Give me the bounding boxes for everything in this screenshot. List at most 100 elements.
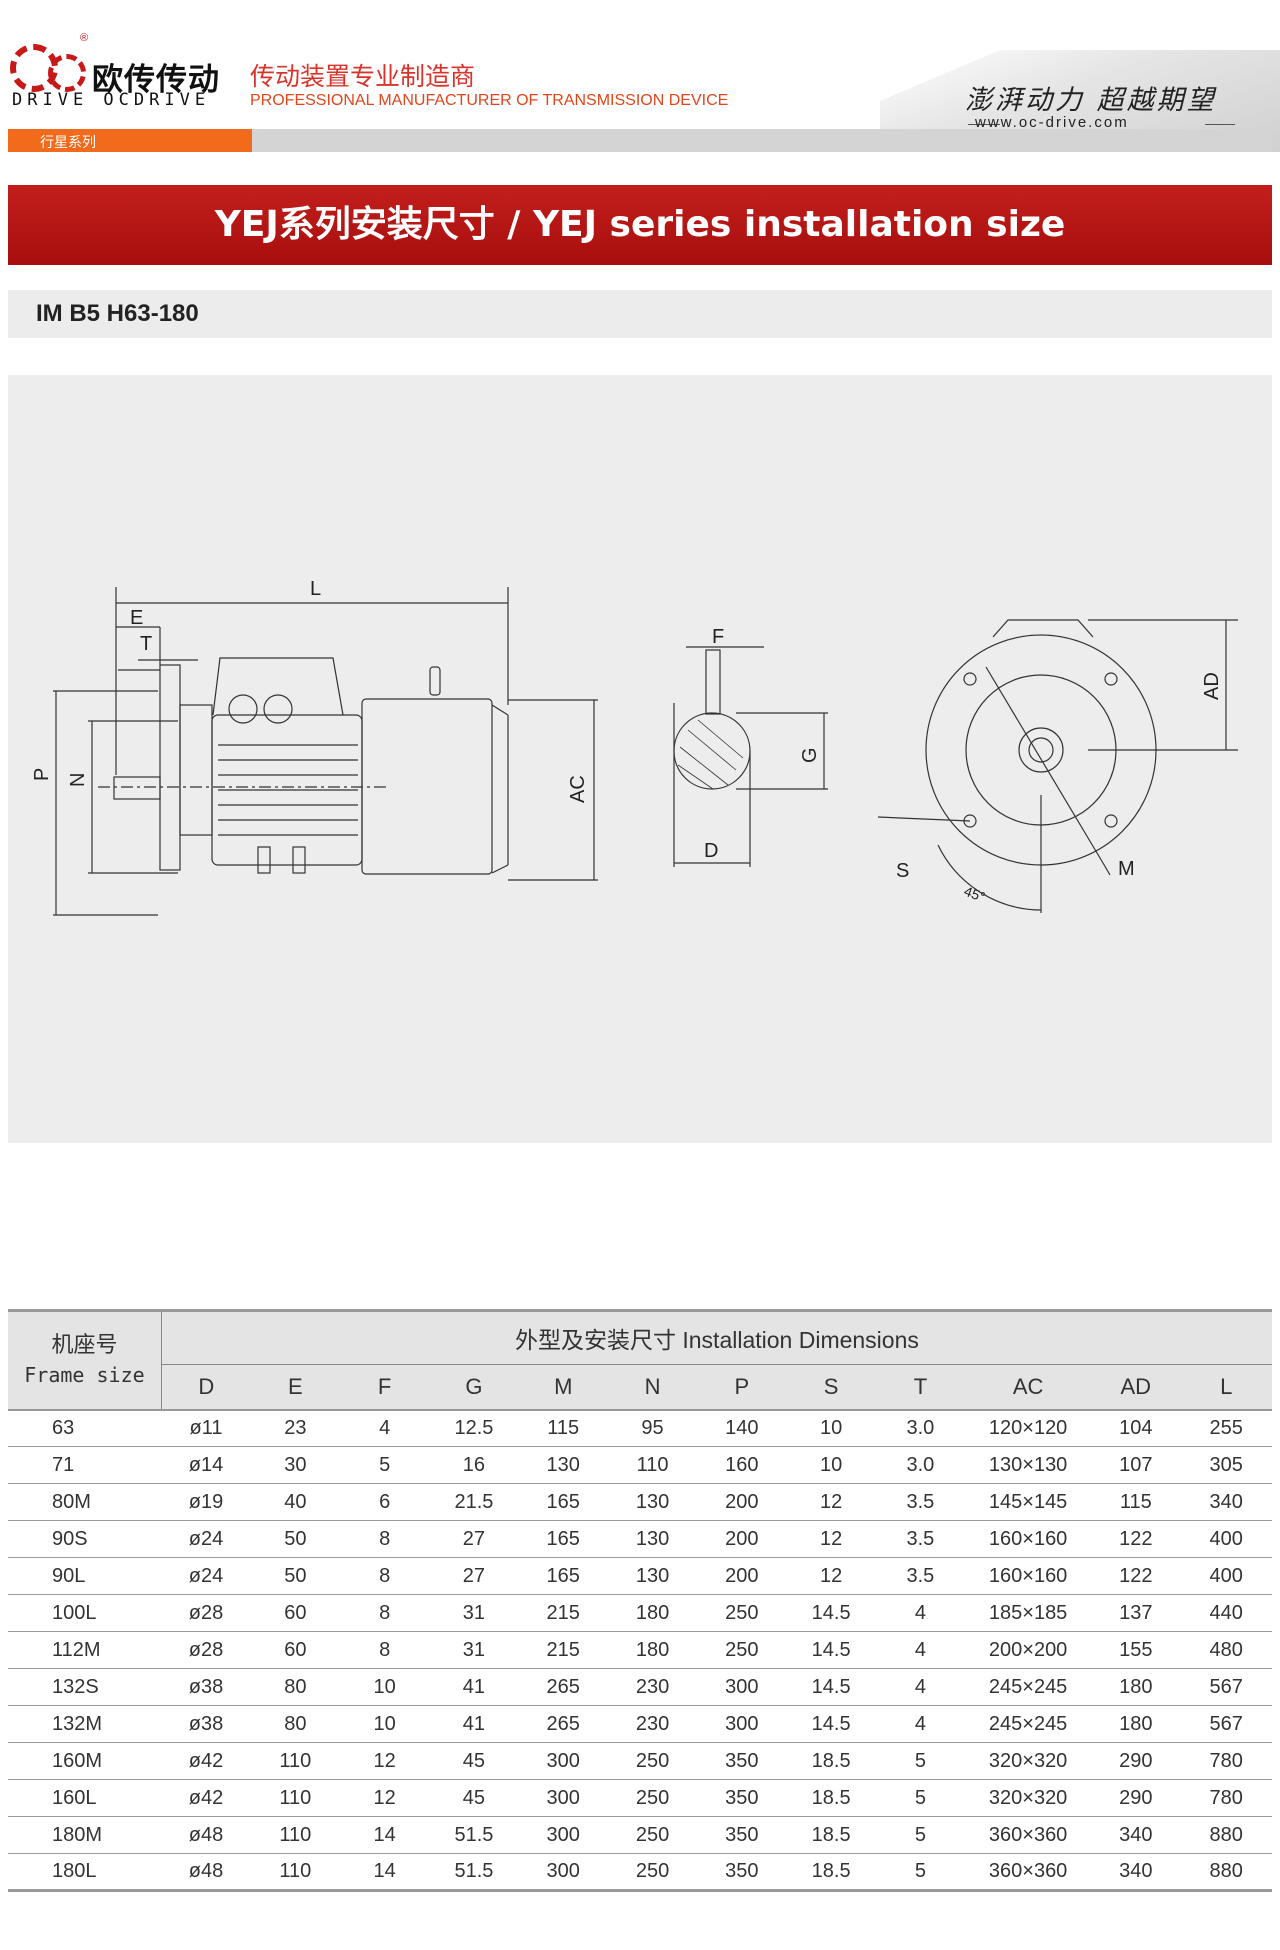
dimension-cell: 567 (1180, 1705, 1272, 1743)
dimension-cell: 3.0 (875, 1446, 966, 1484)
dimension-cell: 95 (607, 1409, 698, 1447)
dimension-cell: 3.5 (875, 1520, 966, 1558)
dimension-cell: 4 (875, 1594, 966, 1632)
frame-size-cell: 180M (8, 1816, 162, 1854)
dim-label-T: T (140, 633, 152, 655)
dimension-cell: 3.5 (875, 1557, 966, 1595)
dimension-cell: 5 (875, 1853, 966, 1892)
dimension-cell: 14.5 (786, 1594, 876, 1632)
column-header-s: S (786, 1364, 876, 1410)
dimension-cell: 51.5 (429, 1853, 519, 1892)
dim-label-AD: AD (1201, 672, 1223, 700)
dimension-cell: 14.5 (786, 1668, 876, 1706)
dimension-cell: 31 (429, 1594, 519, 1632)
shaft-key (705, 649, 721, 715)
dimension-cell: 50 (250, 1520, 340, 1558)
frame-size-cell: 132S (8, 1668, 162, 1706)
motor-dimension-drawing: L E T P N AC F G D AD S M 45° (31, 578, 1238, 916)
dimension-cell: 440 (1180, 1594, 1272, 1632)
dim-label-E: E (130, 607, 143, 629)
dimension-cell: 300 (697, 1668, 787, 1706)
dimension-cell: 12 (786, 1520, 876, 1558)
dimension-cell: 230 (607, 1705, 698, 1743)
column-header-g: G (429, 1364, 519, 1410)
dimension-cell: 160×160 (965, 1557, 1092, 1595)
dimension-cell: ø11 (161, 1409, 251, 1447)
dimension-cell: 290 (1091, 1779, 1181, 1817)
dimension-cell: 4 (875, 1631, 966, 1669)
terminal-box (212, 657, 344, 716)
dimension-cell: 180 (1091, 1668, 1181, 1706)
dimension-cell: 14 (339, 1853, 430, 1892)
dimension-cell: 12 (786, 1483, 876, 1521)
dimension-cell: 145×145 (965, 1483, 1092, 1521)
dimension-cell: 41 (429, 1668, 519, 1706)
dimension-cell: ø42 (161, 1742, 251, 1780)
dimension-cell: 250 (607, 1853, 698, 1892)
frame-size-cell: 160L (8, 1779, 162, 1817)
column-header-t: T (875, 1364, 966, 1410)
dimension-cell: 110 (250, 1779, 340, 1817)
dim-label-D: D (704, 840, 718, 862)
dimension-cell: ø24 (161, 1520, 251, 1558)
dimension-cell: 290 (1091, 1742, 1181, 1780)
dim-label-N: N (67, 773, 89, 787)
dimension-cell: 21.5 (429, 1483, 519, 1521)
dimension-cell: 115 (1091, 1483, 1181, 1521)
dimension-cell: 8 (339, 1557, 430, 1595)
column-header-f: F (339, 1364, 430, 1410)
dimension-cell: 18.5 (786, 1853, 876, 1892)
mounting-hole (1104, 814, 1118, 828)
dimension-cell: 140 (697, 1409, 787, 1447)
dimension-cell: 5 (875, 1816, 966, 1854)
dimension-table-wrap: 机座号 Frame size 外型及安装尺寸 Installation Dime… (8, 1309, 1272, 1892)
dimension-cell: 780 (1180, 1779, 1272, 1817)
dimension-cell: 350 (697, 1742, 787, 1780)
frame-size-cell: 90S (8, 1520, 162, 1558)
dimension-cell: 300 (697, 1705, 787, 1743)
dimension-cell: 5 (875, 1742, 966, 1780)
dimension-cell: 400 (1180, 1557, 1272, 1595)
dimension-cell: 215 (518, 1631, 608, 1669)
column-header-e: E (250, 1364, 340, 1410)
dimension-cell: 350 (697, 1853, 787, 1892)
logo-chinese-name: 欧传传动 (92, 62, 220, 98)
dimension-cell: 185×185 (965, 1594, 1092, 1632)
dimension-cell: 200×200 (965, 1631, 1092, 1669)
dimension-cell: 265 (518, 1705, 608, 1743)
dimension-cell: 320×320 (965, 1779, 1092, 1817)
technical-drawing: L E T P N AC F G D AD S M 45° (8, 375, 1272, 1143)
dim-label-L: L (310, 578, 321, 600)
dim-label-AC: AC (567, 775, 589, 803)
dimension-cell: 215 (518, 1594, 608, 1632)
dimension-cell: 160×160 (965, 1520, 1092, 1558)
dimension-cell: 245×245 (965, 1668, 1092, 1706)
dimension-cell: 880 (1180, 1816, 1272, 1854)
dimension-cell: 8 (339, 1594, 430, 1632)
tagline-english: PROFESSIONAL MANUFACTURER OF TRANSMISSIO… (250, 92, 729, 109)
mounting-hole (1104, 672, 1118, 686)
column-header-l: L (1180, 1364, 1272, 1410)
dimension-cell: 50 (250, 1557, 340, 1595)
dimension-cell: 14 (339, 1816, 430, 1854)
dimension-cell: 51.5 (429, 1816, 519, 1854)
dimension-cell: ø38 (161, 1705, 251, 1743)
dimension-cell: 200 (697, 1520, 787, 1558)
logo-gear-small-icon (48, 54, 86, 92)
dimension-cell: 265 (518, 1668, 608, 1706)
frame-size-header: 机座号 Frame size (8, 1310, 162, 1410)
frame-size-cell: 80M (8, 1483, 162, 1521)
section-subtitle: IM B5 H63-180 (8, 290, 1272, 338)
dimension-cell: 400 (1180, 1520, 1272, 1558)
dimension-cell: 14.5 (786, 1631, 876, 1669)
dimension-cell: 160 (697, 1446, 787, 1484)
dim-label-P: P (31, 768, 53, 781)
dim-label-M: M (1118, 858, 1135, 880)
